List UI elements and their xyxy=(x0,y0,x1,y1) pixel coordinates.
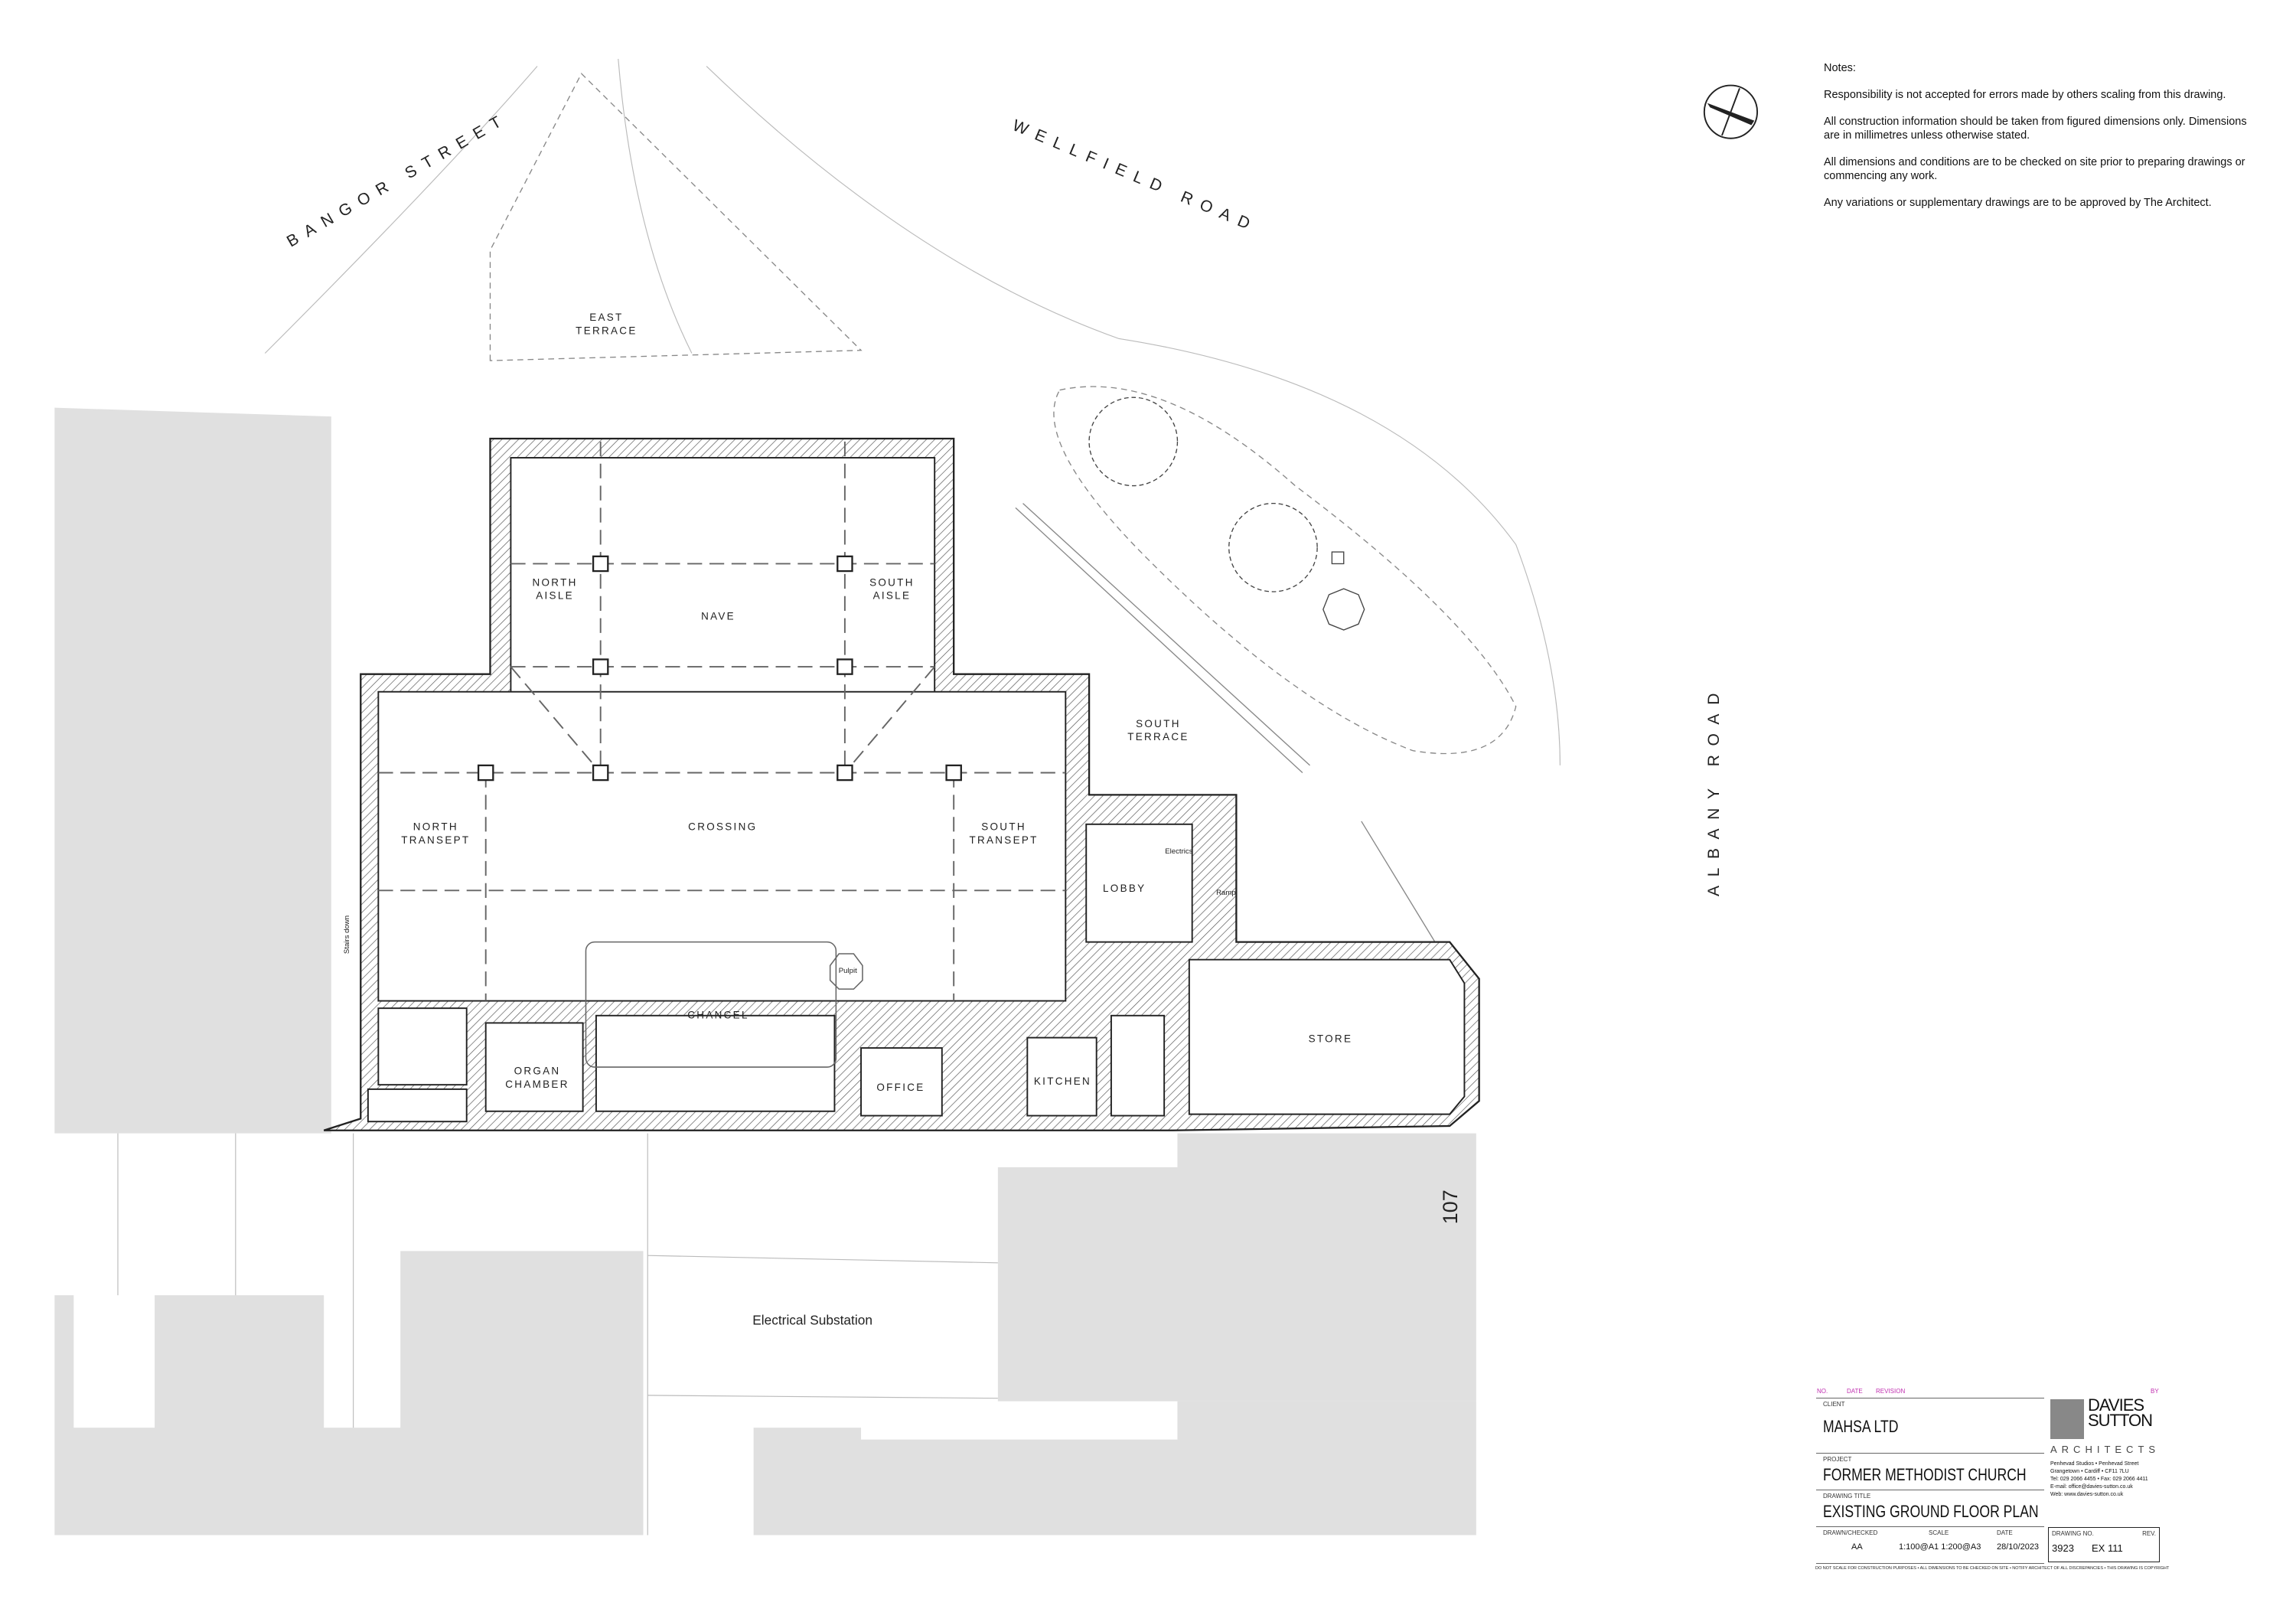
label-north-aisle-2: AISLE xyxy=(536,590,574,602)
label-south-aisle: SOUTH xyxy=(869,576,915,588)
drawing-title-value: EXISTING GROUND FLOOR PLAN xyxy=(1823,1502,2039,1521)
notes-panel: Notes: Responsibility is not accepted fo… xyxy=(1824,61,2252,223)
label-south-terrace: SOUTH xyxy=(1136,718,1181,729)
label-substation: Electrical Substation xyxy=(752,1313,872,1328)
label-south-transept-2: TRANSEPT xyxy=(969,834,1038,846)
note-item: All dimensions and conditions are to be … xyxy=(1824,156,2245,182)
note-item: Responsibility is not accepted for error… xyxy=(1824,89,2226,101)
label-store: STORE xyxy=(1309,1033,1353,1044)
project-value: FORMER METHODIST CHURCH xyxy=(1823,1465,2027,1484)
label-chancel: CHANCEL xyxy=(687,1010,748,1021)
meta-row: DRAWN/CHECKED SCALE DATE AA 1:100@A1 1:2… xyxy=(1816,1526,2044,1564)
logo-line3: ARCHITECTS xyxy=(2050,1444,2161,1455)
firm-web: Web: www.davies-sutton.co.uk xyxy=(2050,1492,2124,1497)
site-boundaries xyxy=(117,58,1561,1536)
rev-revision-header: REVISION xyxy=(1876,1388,1906,1395)
church-walls xyxy=(323,437,1480,1131)
label-ramp: Ramp xyxy=(1216,889,1236,897)
client-value: MAHSA LTD xyxy=(1823,1417,1899,1436)
logo-square-icon xyxy=(2050,1399,2084,1439)
label-office: OFFICE xyxy=(876,1082,925,1093)
logo-line2: SUTTON xyxy=(2088,1411,2153,1430)
firm-address: Penhevad Studios • Penhevad Street Grang… xyxy=(2050,1460,2148,1499)
rev-by-header: BY xyxy=(2151,1388,2159,1395)
label-south-terrace-2: TERRACE xyxy=(1127,731,1189,742)
note-item: Any variations or supplementary drawings… xyxy=(1824,197,2212,209)
project-field: PROJECT FORMER METHODIST CHURCH xyxy=(1816,1453,2044,1489)
drawing-title-label: DRAWING TITLE xyxy=(1823,1493,1871,1500)
label-south-aisle-2: AISLE xyxy=(873,590,912,602)
street-bangor: BANGOR STREET xyxy=(284,109,512,250)
scale-label: SCALE xyxy=(1929,1529,1949,1536)
firm-address2: Grangetown • Cardiff • CF11 7LU xyxy=(2050,1469,2129,1474)
label-stairs-down: Stairs down xyxy=(343,915,351,954)
label-nave: NAVE xyxy=(701,611,735,622)
scale-value: 1:100@A1 1:200@A3 xyxy=(1899,1542,1981,1552)
label-south-transept: SOUTH xyxy=(981,821,1026,832)
label-lobby: LOBBY xyxy=(1103,883,1146,894)
column-piers xyxy=(477,555,962,782)
terrace-boundaries xyxy=(489,73,1517,755)
label-north-aisle: NORTH xyxy=(533,576,578,588)
label-north-transept-2: TRANSEPT xyxy=(401,834,470,846)
notes-heading: Notes: xyxy=(1824,62,1856,74)
client-label: CLIENT xyxy=(1823,1401,1845,1408)
copyright-footer: DO NOT SCALE FOR CONSTRUCTION PURPOSES •… xyxy=(1815,1566,2170,1571)
firm-email: E-mail: office@davies-sutton.co.uk xyxy=(2050,1484,2133,1490)
trees xyxy=(1015,397,1436,942)
drawn-value: AA xyxy=(1851,1542,1863,1552)
drawing-no: EX 111 xyxy=(2092,1542,2123,1554)
street-wellfield: WELLFIELD ROAD xyxy=(1010,116,1261,236)
client-field: CLIENT MAHSA LTD xyxy=(1816,1398,2044,1452)
label-north-transept: NORTH xyxy=(413,821,458,832)
chancel-rail xyxy=(585,941,863,1068)
project-label: PROJECT xyxy=(1823,1456,1852,1463)
neighbouring-buildings xyxy=(54,407,1476,1536)
job-no: 3923 xyxy=(2052,1542,2074,1554)
firm-tel: Tel: 029 2066 4455 • Fax: 029 2066 4411 xyxy=(2050,1477,2148,1482)
drawn-label: DRAWN/CHECKED xyxy=(1823,1529,1878,1536)
date-value: 28/10/2023 xyxy=(1997,1542,2040,1552)
label-organ-chamber-2: CHAMBER xyxy=(505,1079,569,1090)
rev-date-header: DATE xyxy=(1847,1388,1863,1395)
drawing-no-label: DRAWING NO. xyxy=(2052,1530,2094,1537)
logo-line1: DAVIES xyxy=(2088,1395,2144,1415)
room-labels: EAST TERRACE SOUTH TERRACE NORTH AISLE S… xyxy=(343,312,1353,1093)
label-house-number: 107 xyxy=(1439,1190,1462,1224)
north-arrow-icon xyxy=(1703,84,1759,139)
label-east-terrace-2: TERRACE xyxy=(576,325,637,336)
rev-label: REV. xyxy=(2142,1530,2156,1537)
label-pulpit: Pulpit xyxy=(839,967,857,975)
label-organ-chamber: ORGAN xyxy=(514,1066,561,1077)
title-block: NO. DATE REVISION BY CLIENT MAHSA LTD PR… xyxy=(1814,1385,2258,1584)
date-label: DATE xyxy=(1997,1529,2013,1536)
drawing-title-field: DRAWING TITLE EXISTING GROUND FLOOR PLAN xyxy=(1816,1490,2044,1526)
label-crossing: CROSSING xyxy=(688,821,757,832)
label-electrics: Electrics xyxy=(1165,847,1193,856)
rev-no-header: NO. xyxy=(1817,1388,1828,1395)
drawing-number-box: DRAWING NO. REV. 3923 EX 111 xyxy=(2048,1527,2160,1562)
logo-text: DAVIES SUTTON xyxy=(2088,1395,2153,1430)
firm-address1: Penhevad Studios • Penhevad Street xyxy=(2050,1461,2139,1467)
street-albany: ALBANY ROAD xyxy=(1705,684,1723,896)
note-item: All construction information should be t… xyxy=(1824,116,2247,142)
label-kitchen: KITCHEN xyxy=(1034,1075,1091,1087)
label-east-terrace: EAST xyxy=(589,312,623,323)
